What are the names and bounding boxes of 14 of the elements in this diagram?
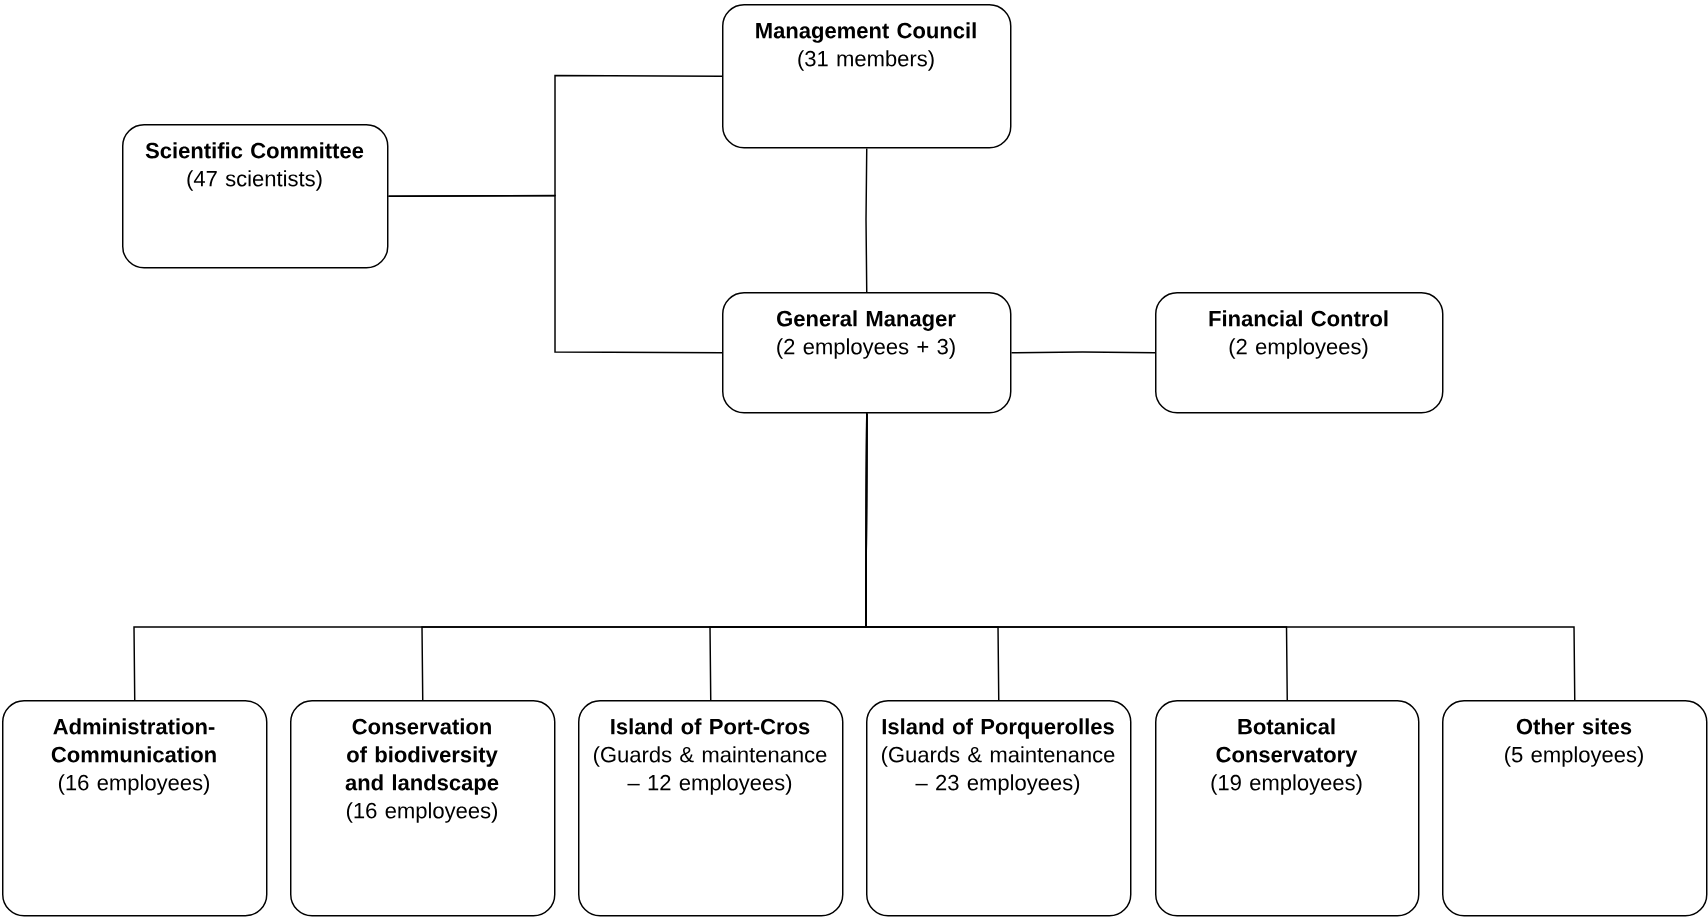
org-box: Administration-Communication (16 employees) bbox=[2, 700, 268, 917]
org-box: Management Council (31 members) bbox=[722, 4, 1012, 149]
org-box: Conservation of biodiversity and landscape (16 employees) bbox=[290, 700, 556, 917]
org-box: Island of Porquerolles (Guards & maintenance – 23 employees) bbox=[866, 700, 1132, 917]
org-box: Scientific Committee (47 scientists) bbox=[122, 124, 389, 269]
org-box: Botanical Conservatory (19 employees) bbox=[1155, 700, 1420, 917]
connector-line bbox=[865, 412, 1576, 701]
org-box: Other sites (5 employees) bbox=[1442, 700, 1708, 917]
org-box: Financial Control (2 employees) bbox=[1155, 292, 1444, 414]
org-box: Island of Port-Cros (Guards & maintenance – 12 employees) bbox=[578, 700, 844, 917]
connector-line bbox=[865, 147, 868, 293]
connector-line bbox=[387, 194, 723, 354]
connector-line bbox=[1010, 351, 1156, 354]
org-box: General Manager (2 employees + 3) bbox=[722, 292, 1012, 414]
